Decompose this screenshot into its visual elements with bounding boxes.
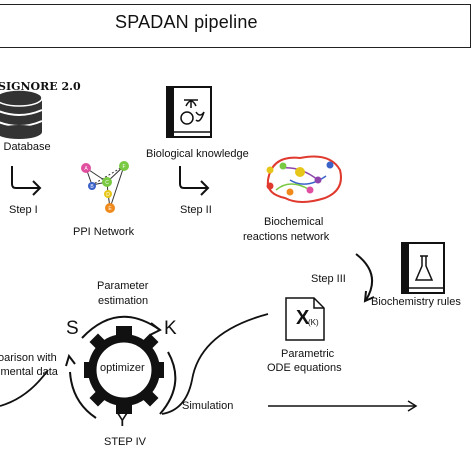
ode-to-loop-curve (161, 313, 269, 415)
ppi-node-letter: D (106, 192, 110, 198)
ppi-node-d (104, 190, 112, 198)
ppi-node-letter: A (84, 166, 88, 172)
pipeline-title: SPADAN pipeline (115, 12, 258, 32)
loop-letter-y: Y (116, 410, 129, 431)
ppi-node-e (105, 203, 115, 213)
ode-document-icon (285, 297, 325, 341)
simulation-arrow (268, 400, 418, 412)
parameter-label: Parameter (97, 280, 149, 292)
step1-arrow (11, 166, 42, 196)
loop-letter-s: S (66, 318, 79, 339)
ppi-node-letter: F (122, 164, 125, 170)
ppi-node-a (81, 163, 91, 173)
biochemical-network-graph (266, 155, 342, 203)
ppi-network-label: PPI Network (73, 226, 135, 238)
simulation-label: Simulation (182, 400, 234, 412)
biological-knowledge-label: Biological knowledge (146, 148, 249, 160)
book-icon (166, 86, 212, 138)
ppi-node-letter: E (108, 206, 112, 212)
comparison-arrow (0, 369, 49, 407)
loop-letter-k: K (164, 318, 177, 339)
ppi-network-graph (81, 161, 129, 213)
parametric-label: Parametric (281, 348, 335, 360)
optimizer-label: optimizer (100, 362, 145, 374)
ppi-node-letter: B (90, 184, 94, 190)
signore-label: SIGNORE 2.0 (0, 80, 81, 93)
ppi-node-c (102, 177, 112, 187)
estimation-label: estimation (98, 295, 149, 307)
ppi-node-letter: C (105, 180, 109, 186)
ppi-node-b (88, 182, 96, 190)
biochemical-label-1: Biochemical (264, 216, 324, 228)
biochemistry-rules-label: Biochemistry rules (371, 296, 461, 308)
gear-icon (84, 326, 164, 414)
step4-label: STEP IV (104, 436, 146, 448)
step3-arrow (355, 253, 375, 303)
database-label: l Database (0, 141, 51, 153)
biochemical-label-2: reactions network (243, 231, 330, 243)
ppi-node-f (119, 161, 129, 171)
flask-book-icon (401, 242, 445, 294)
step2-arrow (179, 166, 210, 196)
step3-label: Step III (311, 273, 346, 285)
ode-symbol-arg: (K) (308, 318, 319, 327)
ode-equations-label: ODE equations (267, 362, 342, 374)
comparison-label-2: imental data (0, 366, 58, 378)
database-icon (0, 89, 43, 139)
optimization-loop-arrows (65, 315, 177, 419)
step1-label: Step I (9, 204, 38, 216)
title-banner (0, 4, 471, 48)
step2-label: Step II (180, 204, 212, 216)
comparison-label-1: oarison with (0, 352, 57, 364)
ode-symbol: X (296, 307, 310, 329)
